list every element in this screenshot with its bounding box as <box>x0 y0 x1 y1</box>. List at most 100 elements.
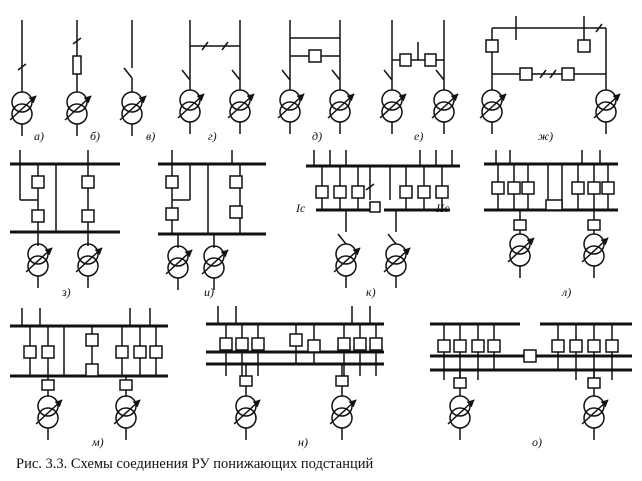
breaker-icon <box>251 337 265 351</box>
breaker-icon <box>513 219 527 231</box>
figure-caption: Рис. 3.3. Схемы соединения РУ понижающих… <box>16 456 374 472</box>
breaker-icon <box>149 345 163 359</box>
transformer-icon <box>277 89 305 134</box>
breaker-icon <box>369 337 383 351</box>
breaker-icon <box>85 333 99 347</box>
breaker-icon <box>424 53 437 67</box>
fuse-icon <box>72 55 82 75</box>
breaker-icon <box>31 175 45 189</box>
breaker-icon <box>551 339 565 353</box>
breaker-icon <box>219 337 233 351</box>
breaker-icon <box>587 219 601 231</box>
breaker-icon <box>165 207 179 221</box>
transformer-icon <box>201 245 229 290</box>
panel-label-i: и) <box>204 285 214 299</box>
panel-label-e: е) <box>414 129 423 143</box>
scheme-zh: ж) <box>479 16 621 143</box>
breaker-icon <box>41 345 55 359</box>
scheme-g: г) <box>177 20 255 143</box>
breaker-icon <box>229 175 243 189</box>
breaker-icon <box>333 185 347 199</box>
transformer-icon <box>383 243 411 288</box>
scheme-k: Iс IIс к) <box>295 150 460 299</box>
breaker-icon <box>587 377 601 389</box>
disconnector-icon <box>123 67 133 79</box>
breaker-icon <box>545 199 563 211</box>
breaker-icon <box>369 201 381 213</box>
scheme-v: в) <box>119 20 155 143</box>
scheme-o: о) <box>430 322 632 449</box>
transformer-icon <box>177 89 205 134</box>
transformer-icon <box>333 243 361 288</box>
transformer-icon <box>165 245 193 290</box>
breaker-icon <box>308 49 322 63</box>
scheme-l: л) <box>484 150 618 299</box>
breaker-icon <box>435 185 449 199</box>
scheme-e: е) <box>379 20 459 143</box>
breaker-icon <box>601 181 615 195</box>
breaker-icon <box>335 375 349 387</box>
scheme-i: и) <box>158 150 266 299</box>
panel-label-l: л) <box>561 285 571 299</box>
transformer-icon <box>9 91 37 136</box>
breaker-icon <box>23 345 37 359</box>
breaker-icon <box>81 209 95 223</box>
transformer-icon <box>119 91 147 136</box>
breaker-icon <box>353 337 367 351</box>
scheme-n: н) <box>206 306 384 449</box>
transformer-icon <box>581 233 609 278</box>
breaker-icon <box>351 185 365 199</box>
breaker-icon <box>507 181 521 195</box>
breaker-icon <box>521 181 535 195</box>
breaker-icon <box>165 175 179 189</box>
breaker-icon <box>239 375 253 387</box>
transformer-icon <box>25 243 53 288</box>
panel-label-a: а) <box>34 129 44 143</box>
breaker-icon <box>315 185 329 199</box>
scheme-b: б) <box>64 20 100 143</box>
breaker-icon <box>41 379 55 391</box>
panel-label-n: н) <box>298 435 308 449</box>
breaker-icon <box>605 339 619 353</box>
breaker-icon <box>523 349 537 363</box>
breaker-icon <box>519 67 533 81</box>
breaker-icon <box>491 181 505 195</box>
breaker-icon <box>399 185 413 199</box>
transformer-icon <box>327 89 355 134</box>
transformer-icon <box>581 395 609 440</box>
bus-section-label-2: IIс <box>435 201 450 215</box>
breaker-icon <box>85 363 99 377</box>
panel-label-o: о) <box>532 435 542 449</box>
breaker-icon <box>587 339 601 353</box>
panel-label-d: д) <box>312 129 322 143</box>
scheme-d: д) <box>277 20 355 143</box>
scheme-m: м) <box>10 308 168 449</box>
transformer-icon <box>447 395 475 440</box>
breaker-icon <box>81 175 95 189</box>
panel-label-zh: ж) <box>538 129 553 143</box>
breaker-icon <box>453 377 467 389</box>
transformer-icon <box>329 395 357 440</box>
breaker-icon <box>471 339 485 353</box>
breaker-icon <box>453 339 467 353</box>
panel-label-v: в) <box>146 129 155 143</box>
breaker-icon <box>577 39 591 53</box>
panel-label-g: г) <box>208 129 217 143</box>
transformer-icon <box>113 395 141 440</box>
transformer-icon <box>233 395 261 440</box>
transformer-icon <box>379 89 407 134</box>
breaker-icon <box>133 345 147 359</box>
breaker-icon <box>437 339 451 353</box>
breaker-icon <box>399 53 412 67</box>
bus-section-label-1: Iс <box>295 201 306 215</box>
transformer-icon <box>593 89 621 134</box>
transformer-icon <box>479 89 507 134</box>
scheme-z: з) <box>10 150 120 299</box>
panel-label-k: к) <box>366 285 376 299</box>
breaker-icon <box>289 333 303 347</box>
breaker-icon <box>31 209 45 223</box>
breaker-icon <box>307 339 321 353</box>
transformer-icon <box>64 91 92 136</box>
panel-label-b: б) <box>90 129 100 143</box>
